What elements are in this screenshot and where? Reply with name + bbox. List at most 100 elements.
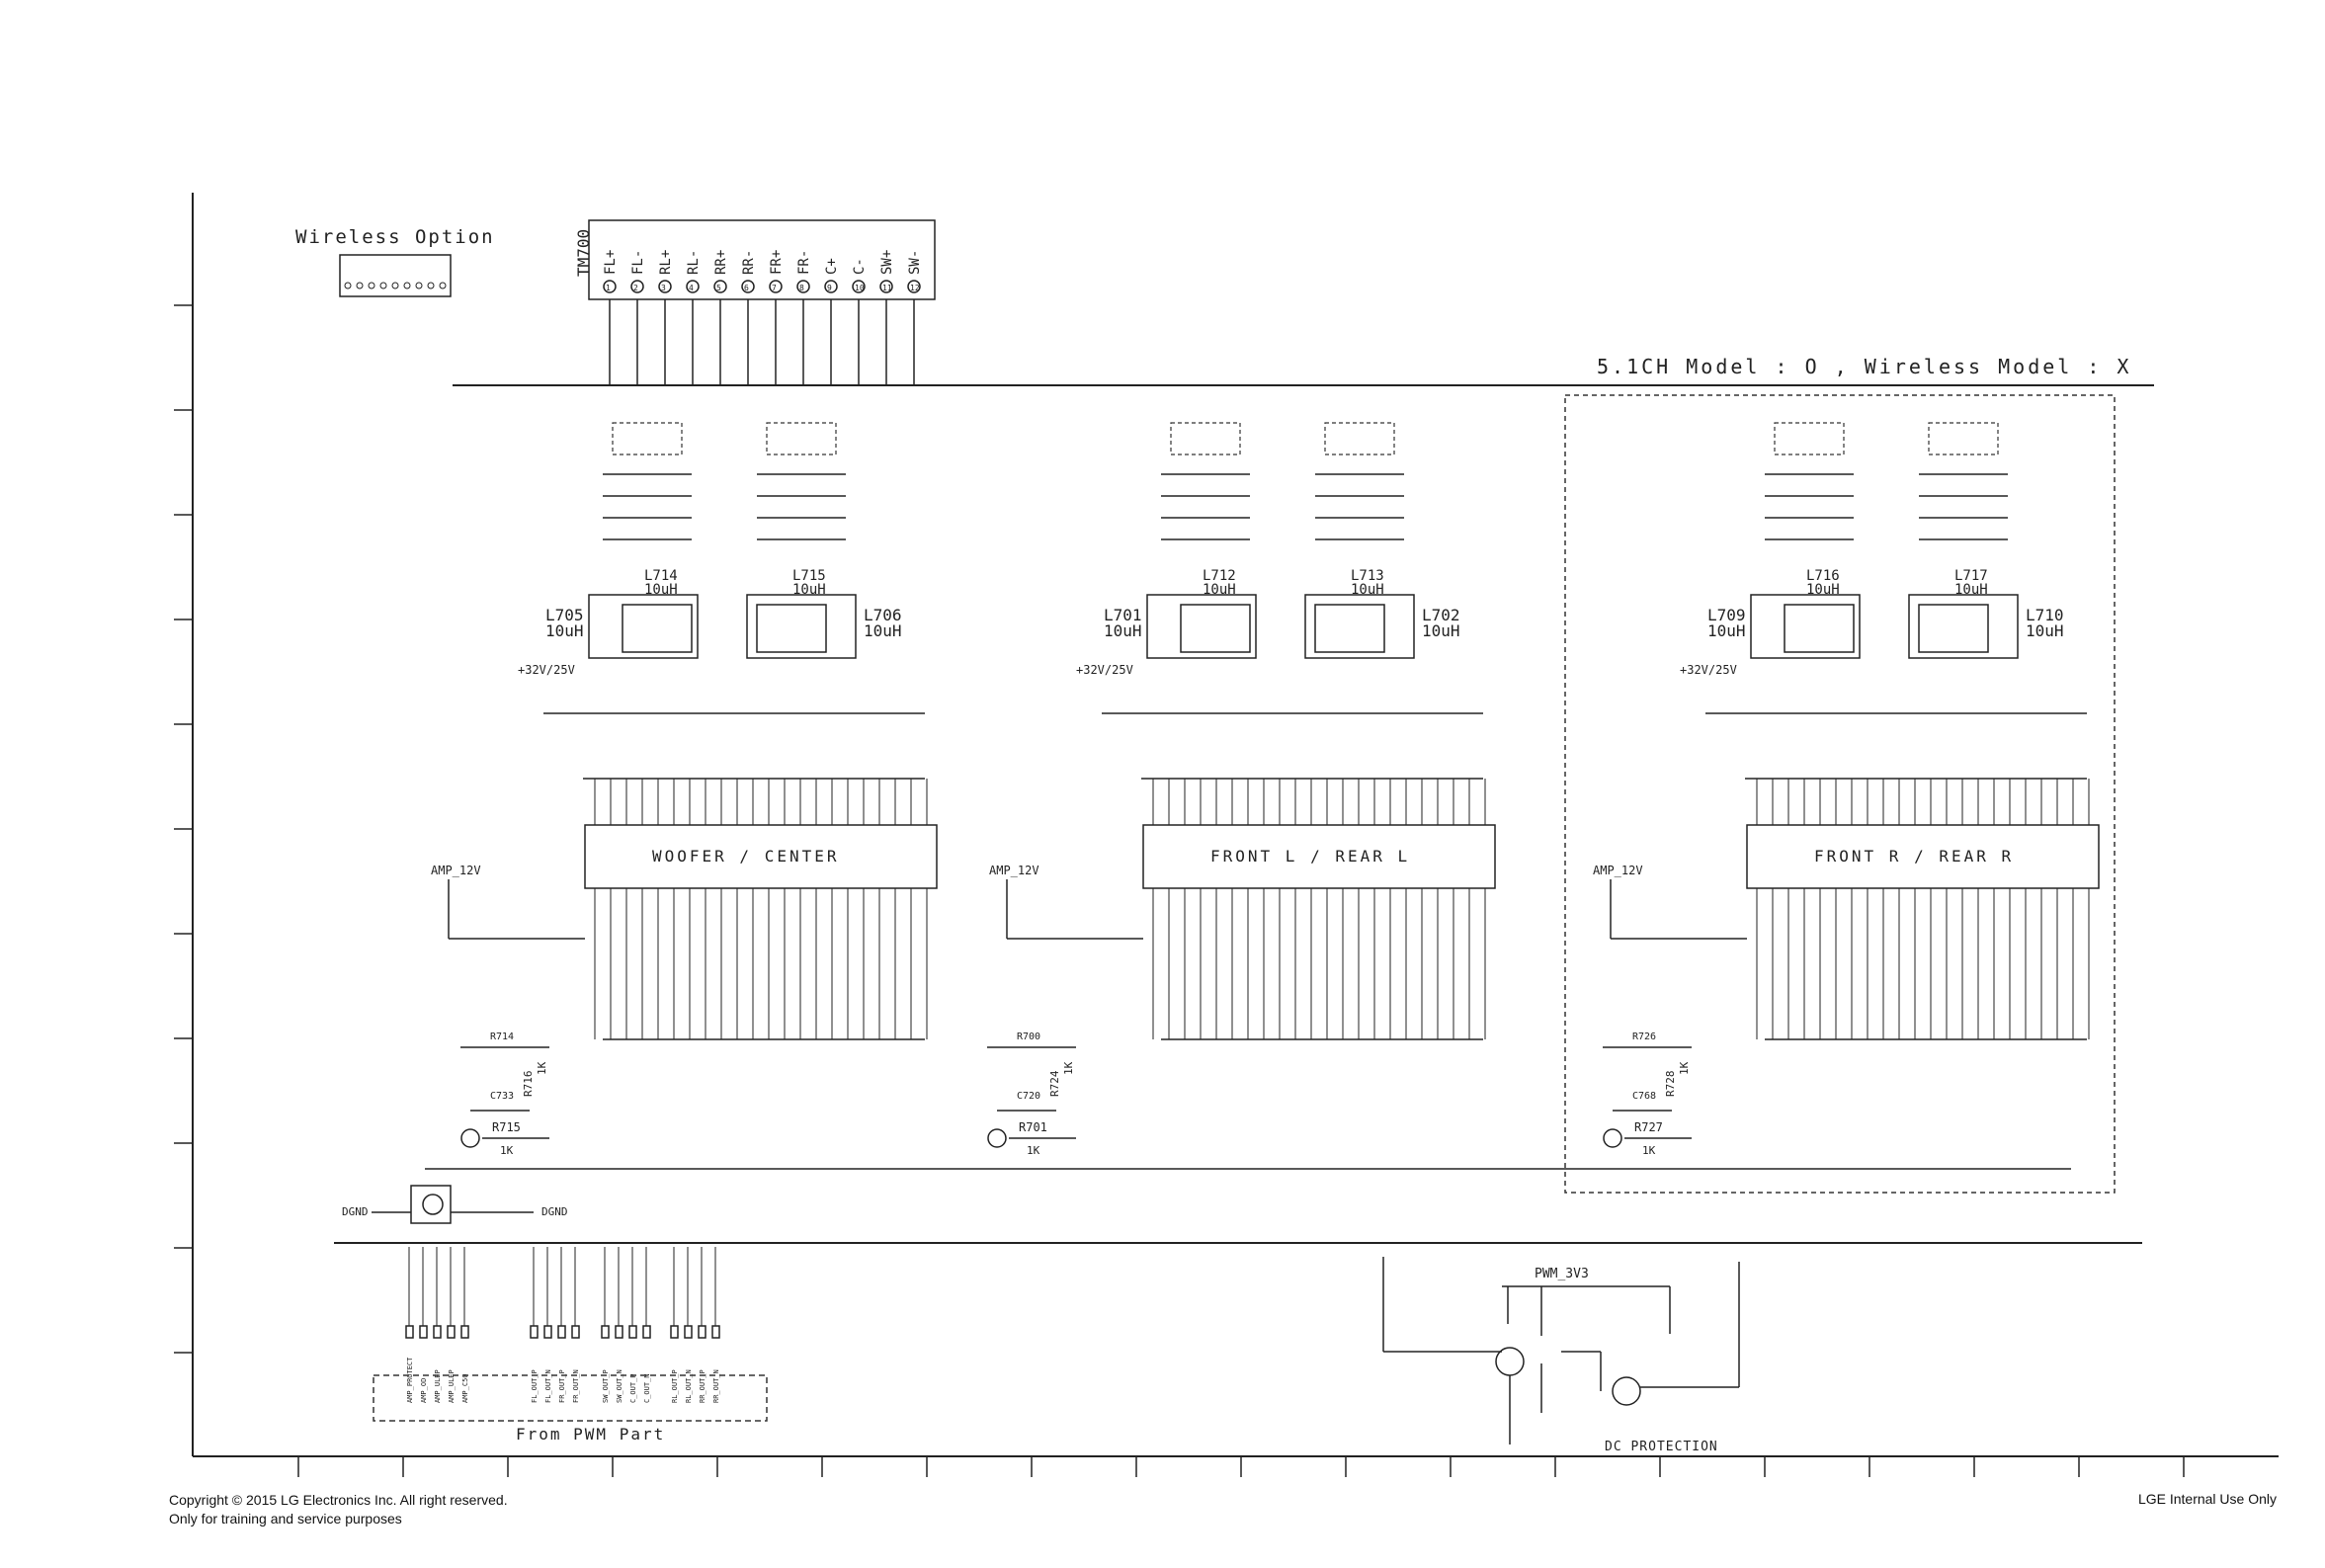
tm700-pin-label: FR+ [769,250,785,275]
copyright-line-2: Only for training and service purposes [169,1511,402,1527]
coil-left-value: 10uH [1707,621,1746,640]
transistor-stages: R714R7161KC733R7151KR700R7241KC720R7011K… [460,1032,1692,1157]
tm700-pin: 9C+ [824,258,840,385]
amplifier-ic [584,824,938,889]
tm700-pin-number: 6 [744,284,749,292]
tm700-pin-label: FR- [796,250,812,275]
supply-label: +32V/25V [518,663,575,677]
tm700-pin-number: 3 [661,284,666,292]
inductor-core-left [1784,604,1855,653]
pwm-input-pin: AMP_OD [419,1247,428,1403]
inductor-core-right [1314,604,1385,653]
pwm-input-pin: RL_OUT_N [684,1247,693,1403]
pwm-input-pin: SW_OUT_P [601,1247,610,1403]
cap-ref: C768 [1632,1091,1656,1102]
tm700-pin: 1FL+ [603,250,619,385]
inner-coil-left-value: 10uH [644,582,678,598]
tm700-pin-label: RL+ [658,250,674,275]
coil-right-ref: L710 [2026,606,2064,624]
inductor-core-left [622,604,693,653]
amplifier-ic-name: FRONT L / REAR L [1210,847,1410,866]
transistor-symbol [460,1128,480,1148]
amplifier-ic [1746,824,2100,889]
tm700-pin-label: C- [852,258,868,275]
inner-coil-left-value: 10uH [1203,582,1236,598]
inner-coil-right-ref: L715 [792,568,826,584]
top-resistor-value: 1K [536,1061,548,1075]
top-resistor-value: 1K [1062,1061,1075,1075]
pwm-input-pin: RL_OUT_P [670,1247,679,1403]
inner-coil-left-ref: L714 [644,568,678,584]
tm700-pin: 8 FR- [796,250,812,385]
amplifier-ic [1142,824,1496,889]
tm700-pin-number: 12 [910,284,920,292]
tm700-pin-number: 8 [799,284,804,292]
amplifier-blocks: L70510uHL70610uHL71410uHL71510uH+32V/25V… [431,422,2100,1040]
pwm-input-pin: AMP_C50 [460,1247,469,1403]
wireless-excluded-region [1564,394,2116,1194]
ground-left: DGND DGND [342,1185,568,1224]
pwm-input-label: SW_OUT_N [616,1369,623,1403]
tm700-pin-number: 4 [689,284,694,292]
pwm-input-pin: RR_OUT_N [711,1247,720,1403]
top-resistor-ref: R716 [522,1071,535,1098]
tm700-connector: TM700 1FL+2FL-3RL+4RL-5RR+6RR-7FR+8FR-9C… [574,219,936,385]
pwm-input-pin: SW_OUT_N [615,1247,623,1403]
amplifier-block: L70910uHL71010uHL71610uHL71710uH+32V/25V… [1593,422,2100,1040]
coil-right-ref: L702 [1422,606,1460,624]
pwm-input-label: FL_OUT_N [544,1369,552,1403]
pwm-input-label: RR_OUT_P [699,1369,706,1403]
tm700-pin-number: 1 [606,284,611,292]
coil-left-ref: L701 [1104,606,1142,624]
pwm-input-pin: FL_OUT_P [530,1247,539,1403]
amp-rail-label: AMP_12V [431,864,481,877]
pwm-input-pin: FR_OUT_N [571,1247,580,1403]
dgnd-label-left: DGND [342,1205,369,1218]
cap-ref: C733 [490,1091,514,1102]
coil-right-value: 10uH [2026,621,2064,640]
coil-left-ref: L705 [545,606,584,624]
inner-coil-right-value: 10uH [1351,582,1384,598]
inner-coil-right-value: 10uH [792,582,826,598]
snubber-box-right [1324,422,1395,455]
inductor-core-left [1180,604,1251,653]
pwm-input-pin: C_OUT_P [628,1247,637,1403]
tm700-pin: 4RL- [686,250,702,385]
pwm-input-label: C_OUT_N [643,1373,651,1403]
inductor-right [1304,594,1415,659]
inner-coil-right-ref: L713 [1351,568,1384,584]
tm700-pin-number: 7 [772,284,777,292]
coil-left-value: 10uH [1104,621,1142,640]
pwm-input-label: FR_OUT_N [572,1369,580,1403]
inductor-right [1908,594,2019,659]
snubber-box-left [1774,422,1845,455]
pwm-input-pin: C_OUT_N [642,1247,651,1403]
coil-right-value: 10uH [864,621,902,640]
pwm-input-label: SW_OUT_P [602,1369,610,1403]
pwm-input-label: RR_OUT_N [712,1369,720,1403]
wireless-option-connector: Wireless Option [295,226,493,297]
coil-left-value: 10uH [545,621,584,640]
frame-ticks-left [174,304,193,1354]
pwm-input-pin: RR_OUT_P [698,1247,706,1403]
inner-coil-left-value: 10uH [1806,582,1840,598]
tm700-pins: 1FL+2FL-3RL+4RL-5RR+6RR-7FR+8FR-9C+10C-1… [603,250,923,385]
pwm-input-label: RL_OUT_N [685,1369,693,1403]
inner-coil-left-ref: L716 [1806,568,1840,584]
pwm-input-label: RL_OUT_P [671,1369,679,1403]
inductor-right [746,594,857,659]
snubber-box-right [1928,422,1999,455]
tm700-pin: 6RR- [741,250,757,385]
dc-protection-label: DC PROTECTION [1605,1440,1718,1454]
pwm-input-label: AMP_ULEP [434,1369,442,1403]
internal-use-notice: LGE Internal Use Only [2137,1491,2277,1507]
snubber-box-right [766,422,837,455]
copyright-line-1: Copyright © 2015 LG Electronics Inc. All… [169,1492,508,1508]
amp-rail-label: AMP_12V [989,864,1039,877]
base-resistor-ref: R701 [1019,1120,1047,1134]
tm700-pin-number: 11 [882,284,892,292]
pwm-3v3-label: PWM_3V3 [1535,1267,1589,1281]
